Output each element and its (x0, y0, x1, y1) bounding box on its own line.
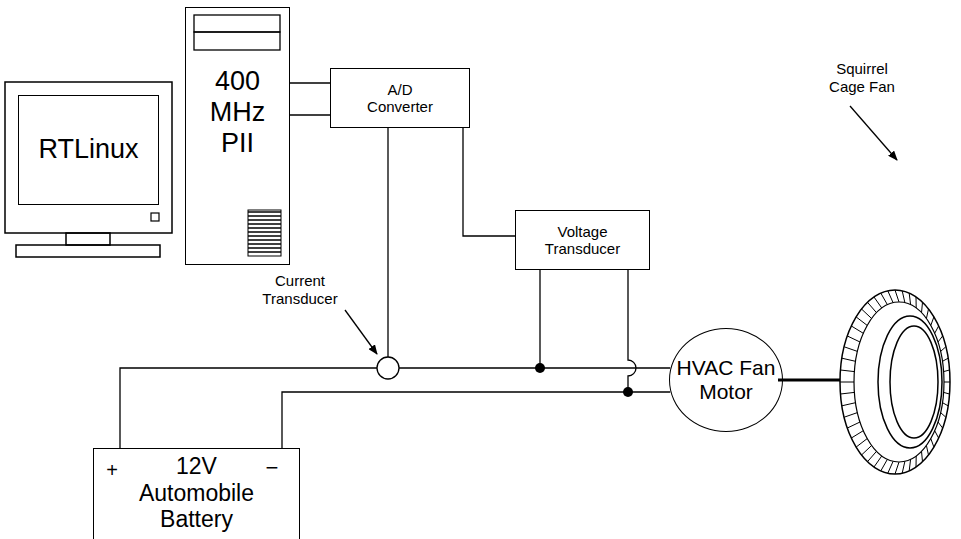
junction-dot (535, 363, 545, 373)
node-text: 400 MHz PII (198, 66, 278, 159)
wire (282, 392, 670, 448)
wire (290, 115, 330, 116)
node-text: HVAC Fan Motor (676, 356, 776, 404)
voltage-lead (628, 270, 636, 392)
transducer-box: Voltage Transducer (515, 210, 650, 270)
squirrel-cage-fan (840, 290, 950, 474)
computer-tower: 400 MHz PII (185, 7, 290, 265)
monitor-screen: RTLinux (18, 95, 159, 205)
node-text: Voltage Transducer (535, 223, 630, 258)
callout-label: Squirrel Cage Fan (822, 60, 902, 96)
junction-dot (623, 387, 633, 397)
node-text: RTLinux (38, 134, 138, 165)
monitor-neck (66, 233, 110, 245)
node-text: 12V Automobile Battery (132, 453, 262, 532)
terminal-sign: − (266, 455, 279, 481)
current-transducer-symbol (377, 357, 399, 379)
callout-label: Current Transducer (255, 272, 345, 308)
drive-bay (194, 15, 280, 32)
terminal-sign: + (106, 458, 118, 482)
drive-bay (194, 32, 280, 50)
current-signal-wire (387, 128, 388, 357)
wire (463, 128, 515, 236)
monitor-button (151, 213, 159, 221)
leader-arrow (850, 106, 897, 160)
motor-circle: HVAC Fan Motor (669, 328, 783, 432)
node-text: A/D Converter (353, 81, 448, 116)
vent-grille (248, 210, 281, 256)
leader-arrow (345, 310, 377, 354)
voltage-lead (539, 270, 540, 368)
wire (290, 83, 330, 84)
monitor-bezel (5, 82, 172, 233)
wire (120, 368, 670, 448)
monitor-base (16, 245, 160, 257)
motor-shaft (778, 379, 842, 382)
converter-box: A/D Converter (330, 68, 470, 128)
